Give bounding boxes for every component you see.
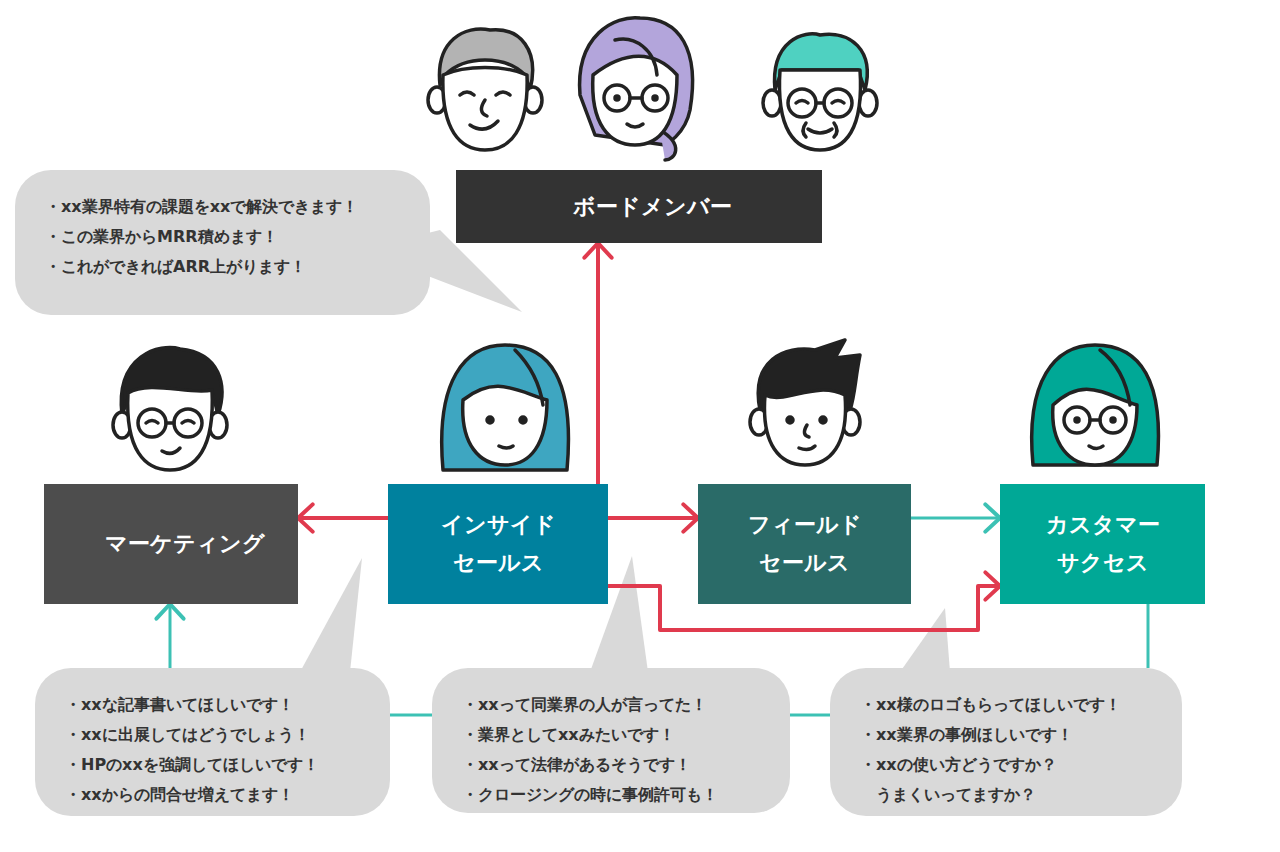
board-box: ボードメンバー (456, 170, 822, 243)
team-box: マーケティング (44, 484, 298, 604)
connector-line (1147, 604, 1150, 668)
box-label: マーケティング (105, 525, 237, 563)
connector (1148, 604, 1149, 668)
connector (608, 504, 698, 531)
connector-line (911, 517, 1000, 520)
arrow-head (584, 243, 611, 258)
face-illustration (750, 340, 860, 465)
arrow-head (298, 504, 313, 531)
arrow-head (156, 604, 183, 619)
bubble-line: ・xxって同業界の人が言ってた！ (462, 690, 766, 720)
bubble-line: ・xx業界の事例ほしいです！ (860, 720, 1158, 750)
bubble-line: ・xx様のロゴもらってほしいです！ (860, 690, 1158, 720)
bubble-line: ・xxな記事書いてほしいです！ (65, 690, 366, 720)
connector-line (608, 516, 698, 520)
box-label: フィールド セールス (739, 506, 871, 582)
connector-line (169, 604, 172, 668)
bubble-tail (300, 558, 362, 672)
bubble-tail (900, 608, 950, 672)
arrow-head (985, 572, 1000, 599)
bubble-line: ・業界としてxxみたいです！ (462, 720, 766, 750)
face-illustration (113, 348, 227, 470)
face-illustration (442, 345, 569, 470)
speech-bubble: ・xx業界特有の課題をxxで解決できます！・この業界からMRR積めます！・これが… (15, 170, 430, 315)
box-label: カスタマー サクセス (1037, 506, 1169, 582)
connector (390, 715, 432, 716)
connector-line (596, 243, 600, 484)
face-illustration (1032, 345, 1159, 465)
arrow-head (683, 504, 698, 531)
speech-bubble: ・xxな記事書いてほしいです！・xxに出展してはどうでしょう！・HPのxxを強調… (35, 668, 390, 816)
connector (156, 604, 183, 668)
bubble-line: ・xxの使い方どうですか？ うまくいってますか？ (860, 750, 1158, 810)
box-label: ボードメンバー (573, 188, 705, 226)
speech-bubble: ・xx様のロゴもらってほしいです！・xx業界の事例ほしいです！・xxの使い方どう… (830, 668, 1182, 816)
bubble-line: ・xxからの問合せ増えてます！ (65, 780, 366, 810)
connector-line (298, 516, 388, 520)
bubble-line: ・HPのxxを強調してほしいです！ (65, 750, 366, 780)
box-label: インサイド セールス (432, 506, 564, 582)
face-illustration (580, 18, 693, 160)
bubble-line: ・xx業界特有の課題をxxで解決できます！ (45, 192, 406, 222)
connector (911, 504, 1000, 531)
connector-line (390, 714, 432, 717)
team-box: フィールド セールス (698, 484, 911, 604)
connector (584, 243, 611, 484)
connector (298, 504, 388, 531)
bubble-line: ・xxって法律があるそうです！ (462, 750, 766, 780)
connector-line (790, 714, 830, 717)
bubble-line: ・この業界からMRR積めます！ (45, 222, 406, 252)
bubble-line: ・xxに出展してはどうでしょう！ (65, 720, 366, 750)
arrow-head (985, 504, 1000, 531)
face-illustration (428, 29, 542, 150)
team-box: カスタマー サクセス (1000, 484, 1205, 604)
face-illustration (763, 34, 877, 150)
bubble-line: ・クロージングの時に事例許可も！ (462, 780, 766, 810)
connector (790, 715, 830, 716)
team-box: インサイド セールス (388, 484, 608, 604)
speech-bubble: ・xxって同業界の人が言ってた！・業界としてxxみたいです！・xxって法律がある… (432, 668, 790, 813)
bubble-line: ・これができればARR上がります！ (45, 252, 406, 282)
